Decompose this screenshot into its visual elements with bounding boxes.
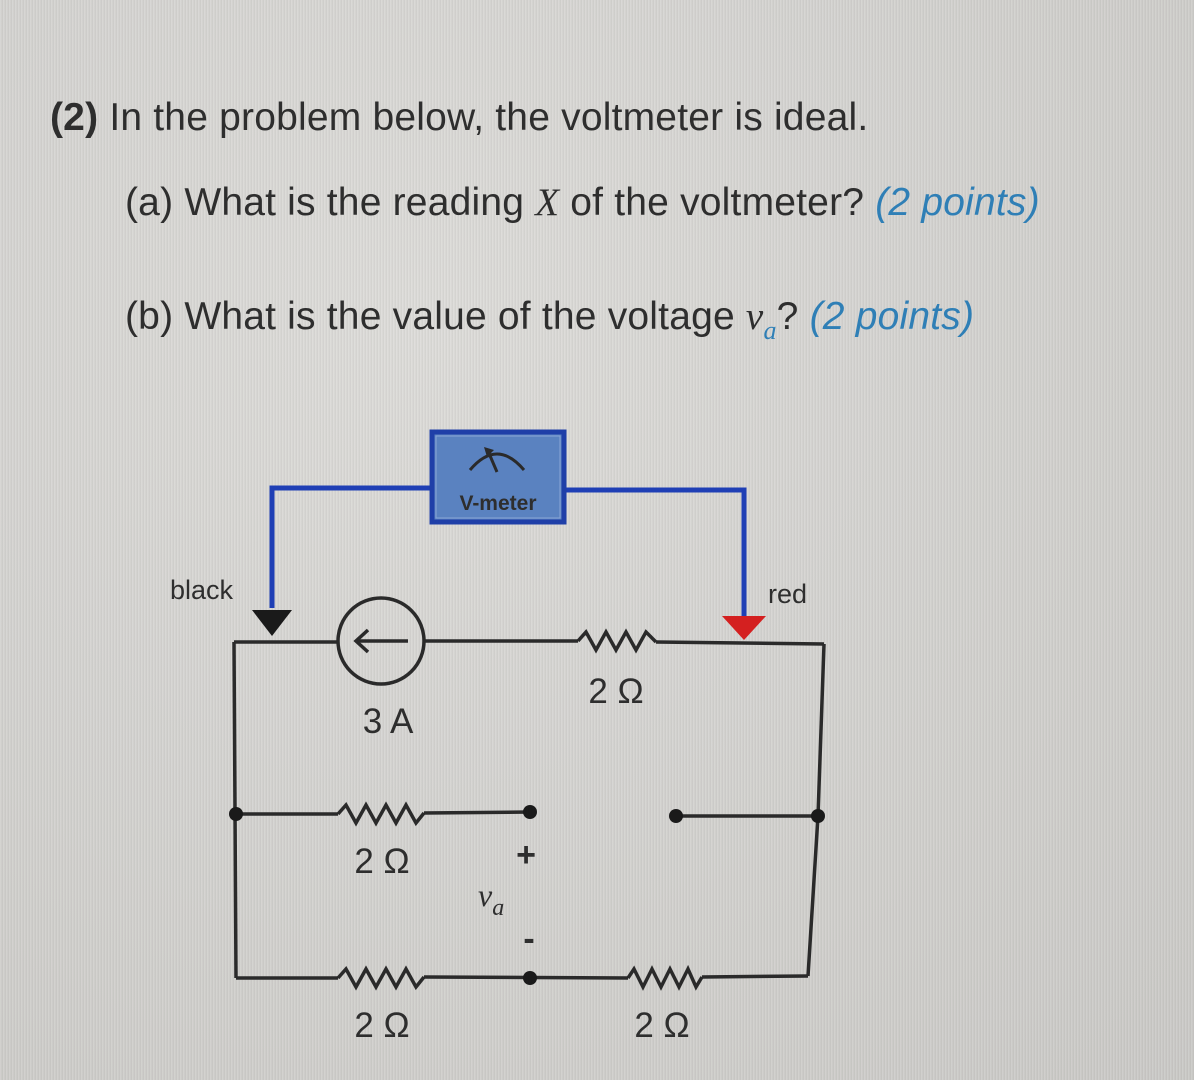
va-minus-sign: - (523, 920, 534, 958)
top-wire-right (655, 640, 825, 646)
black-probe-label: black (170, 575, 234, 605)
va-label: va (478, 877, 504, 921)
part-b-variable: va (745, 295, 777, 345)
bottom-wire-right (701, 974, 809, 979)
part-a-line: (a) What is the reading X of the voltmet… (125, 180, 1040, 225)
red-probe-label: red (768, 579, 807, 609)
current-source (336, 596, 426, 686)
terminal-dot-va-plus (523, 805, 537, 819)
junction-dot-left-middle (229, 807, 243, 821)
terminal-dot-open-right (669, 809, 683, 823)
resistor-bottom-left (336, 965, 426, 991)
resistor-middle-left-value: 2 Ω (354, 842, 409, 881)
question-number: (2) (50, 96, 99, 139)
voltmeter-label: V-meter (459, 492, 536, 515)
junction-dot-right-middle (811, 809, 825, 823)
question-intro-text: In the problem below, the voltmeter is i… (109, 96, 869, 139)
right-wire-upper (816, 643, 826, 817)
part-b-line: (b) What is the value of the voltage va?… (125, 294, 975, 345)
voltmeter-inner-border (435, 435, 561, 519)
question-intro-line: (2) In the problem below, the voltmeter … (50, 96, 868, 140)
part-b-text-before: What is the value of the voltage (184, 295, 735, 338)
va-label-main: v (478, 877, 493, 913)
part-a-text-after: of the voltmeter? (570, 181, 865, 224)
red-probe-wire (562, 487, 747, 618)
part-b-text-after: ? (776, 295, 799, 338)
red-probe-tip-icon (722, 616, 766, 640)
gauge-needle-tip-icon (484, 447, 494, 457)
resistor-top (576, 628, 658, 654)
black-probe-tip-icon (252, 610, 292, 636)
circuit-wires (232, 639, 826, 980)
current-source-value: 3 A (363, 702, 414, 741)
voltmeter-body (429, 429, 567, 525)
part-b-variable-main: v (745, 295, 764, 338)
gauge-dial-icon (468, 452, 526, 471)
voltmeter: V-meter (429, 429, 567, 525)
resistor-bottom-right (626, 964, 704, 991)
resistor-top-value: 2 Ω (588, 672, 643, 711)
part-a-points: (2 points) (875, 181, 1040, 224)
terminal-dot-va-minus (523, 971, 537, 985)
black-probe-wire (269, 485, 432, 608)
va-plus-sign: + (516, 836, 536, 874)
part-a-label: (a) (125, 181, 174, 224)
part-b-label: (b) (125, 295, 174, 338)
right-wire-lower (806, 815, 820, 977)
middle-wire-right (423, 810, 531, 815)
resistor-bottom-right-value: 2 Ω (634, 1006, 689, 1045)
current-source-circle (336, 596, 426, 686)
part-b-points: (2 points) (809, 295, 975, 338)
part-a-text-before: What is the reading (184, 181, 525, 224)
junction-dots (229, 805, 825, 985)
part-a-variable: X (535, 181, 560, 224)
resistor-middle-left (336, 801, 426, 827)
left-arrow-icon (353, 628, 370, 654)
resistor-bottom-left-value: 2 Ω (354, 1006, 409, 1045)
va-label-subscript: a (492, 895, 504, 921)
part-b-variable-subscript: a (763, 316, 777, 345)
